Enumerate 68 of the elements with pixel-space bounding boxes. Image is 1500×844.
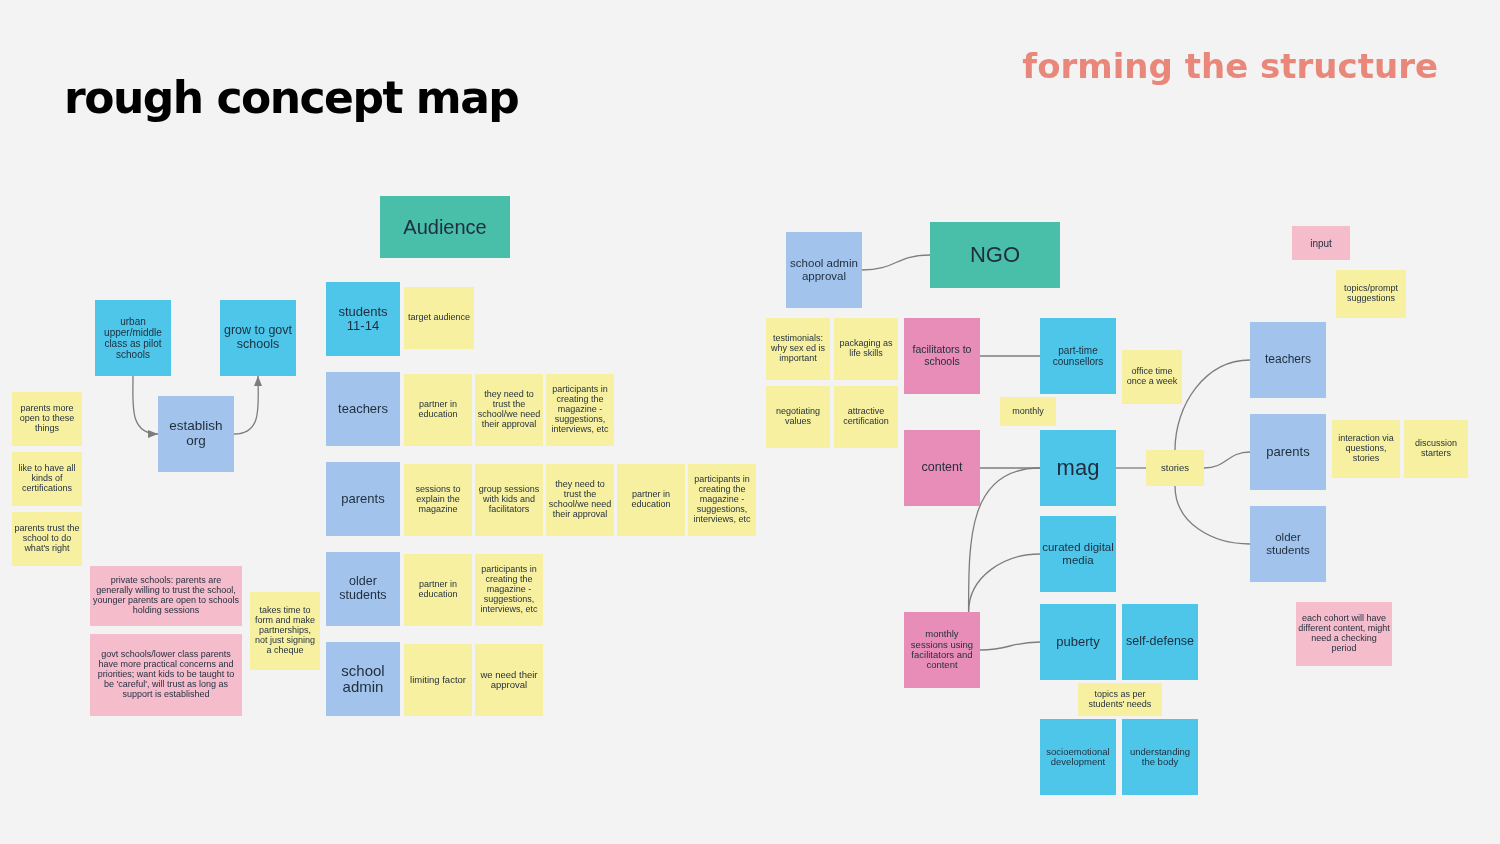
sticky-note: socioemotional development [1040, 719, 1116, 795]
heading-note: NGO [930, 222, 1060, 288]
sticky-note: govt schools/lower class parents have more practical concerns and priorities; want kids to be taught to be 'careful', will trust as long as support is established [90, 634, 242, 716]
sticky-note: input [1292, 226, 1350, 260]
sticky-note: interaction via questions, stories [1332, 420, 1400, 478]
sticky-note: target audience [404, 287, 474, 349]
sticky-note: partner in education [404, 554, 472, 626]
arrow [233, 375, 263, 435]
sticky-note: topics/prompt suggestions [1336, 270, 1406, 318]
sticky-note: puberty [1040, 604, 1116, 680]
connector-line [979, 355, 1041, 357]
sticky-note: participants in creating the magazine - suggestions, interviews, etc [475, 554, 543, 626]
sticky-note: parents more open to these things [12, 392, 82, 446]
sticky-note: mag [1040, 430, 1116, 506]
sticky-note: content [904, 430, 980, 506]
sticky-note: stories [1146, 450, 1204, 486]
sticky-note: establish org [158, 396, 234, 472]
sticky-note: attractive certification [834, 386, 898, 448]
page-title: rough concept map [64, 74, 519, 123]
section-heading: forming the structure [1022, 48, 1438, 86]
heading-note: Audience [380, 196, 510, 258]
sticky-note: facilitators to schools [904, 318, 980, 394]
connector-line [979, 641, 1041, 651]
sticky-note: part-time counsellors [1040, 318, 1116, 394]
sticky-note: self-defense [1122, 604, 1198, 680]
connector-line [1174, 359, 1251, 451]
sticky-note: they need to trust the school/we need their approval [546, 464, 614, 536]
sticky-note: monthly sessions using facilitators and content [904, 612, 980, 688]
sticky-note: parents [326, 462, 400, 536]
sticky-note: older students [326, 552, 400, 626]
sticky-note: teachers [1250, 322, 1326, 398]
sticky-note: sessions to explain the magazine [404, 464, 472, 536]
sticky-note: curated digital media [1040, 516, 1116, 592]
sticky-note: parents [1250, 414, 1326, 490]
connector-line [861, 254, 931, 271]
sticky-note: urban upper/middle class as pilot schools [95, 300, 171, 376]
connector-line [967, 553, 1041, 613]
sticky-note: school admin [326, 642, 400, 716]
sticky-note: partner in education [617, 464, 685, 536]
sticky-note: packaging as life skills [834, 318, 898, 380]
connector-line [1174, 485, 1251, 545]
sticky-note: students 11-14 [326, 282, 400, 356]
sticky-note: testimonials: why sex ed is important [766, 318, 830, 380]
sticky-note: private schools: parents are generally willing to trust the school, younger parents are open to schools holding sessions [90, 566, 242, 626]
sticky-note: school admin approval [786, 232, 862, 308]
sticky-note: parents trust the school to do what's right [12, 512, 82, 566]
sticky-note: negotiating values [766, 386, 830, 448]
sticky-note: understanding the body [1122, 719, 1198, 795]
sticky-note: group sessions with kids and facilitators [475, 464, 543, 536]
sticky-note: partner in education [404, 374, 472, 446]
sticky-note: they need to trust the school/we need their approval [475, 374, 543, 446]
sticky-note: grow to govt schools [220, 300, 296, 376]
sticky-note: teachers [326, 372, 400, 446]
connector-line [1115, 467, 1147, 469]
sticky-note: limiting factor [404, 644, 472, 716]
sticky-note: participants in creating the magazine - suggestions, interviews, etc [546, 374, 614, 446]
sticky-note: takes time to form and make partnerships, not just signing a cheque [250, 592, 320, 670]
sticky-note: office time once a week [1122, 350, 1182, 404]
arrow [132, 375, 159, 438]
sticky-note: older students [1250, 506, 1326, 582]
sticky-note: participants in creating the magazine - suggestions, interviews, etc [688, 464, 756, 536]
connector-line [1203, 451, 1251, 469]
sticky-note: we need their approval [475, 644, 543, 716]
sticky-note: monthly [1000, 397, 1056, 426]
sticky-note: like to have all kinds of certifications [12, 452, 82, 506]
sticky-note: topics as per students' needs [1078, 683, 1162, 716]
sticky-note: discussion starters [1404, 420, 1468, 478]
sticky-note: each cohort will have different content, might need a checking period [1296, 602, 1392, 666]
